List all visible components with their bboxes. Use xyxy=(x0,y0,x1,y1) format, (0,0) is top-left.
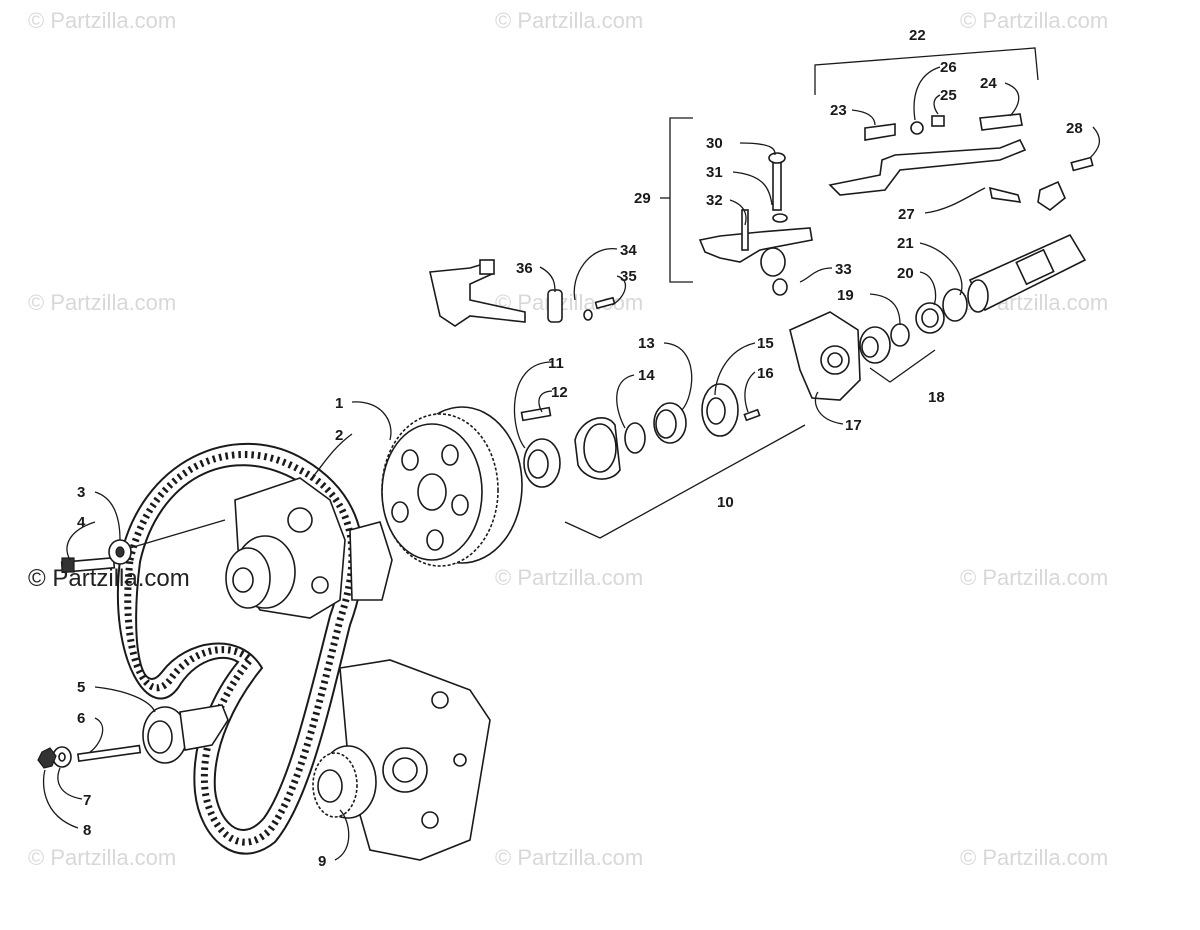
callout-36: 36 xyxy=(516,260,533,277)
callout-31: 31 xyxy=(706,164,723,181)
callout-12: 12 xyxy=(551,384,568,401)
callout-19: 19 xyxy=(837,287,854,304)
watermark: © Partzilla.com xyxy=(28,845,177,870)
callout-5: 5 xyxy=(77,679,85,696)
callout-32: 32 xyxy=(706,192,723,209)
linkage-rod xyxy=(429,259,616,327)
watermark: © Partzilla.com xyxy=(960,8,1109,33)
bolt-and-washer xyxy=(60,519,226,574)
callout-15: 15 xyxy=(757,335,774,352)
callout-26: 26 xyxy=(940,59,957,76)
distributor-housing xyxy=(789,288,968,401)
watermark: © Partzilla.com xyxy=(28,290,177,315)
callout-6: 6 xyxy=(77,710,85,727)
callout-18: 18 xyxy=(928,389,945,406)
pump-pulley xyxy=(225,535,296,609)
output-shaft xyxy=(967,233,1087,313)
callout-22: 22 xyxy=(909,27,926,44)
callout-9: 9 xyxy=(318,853,326,870)
callout-7: 7 xyxy=(83,792,91,809)
callout-34: 34 xyxy=(620,242,637,259)
callout-24: 24 xyxy=(980,75,997,92)
oil-pump-housing xyxy=(339,659,491,861)
shift-fork xyxy=(698,152,813,296)
callout-30: 30 xyxy=(706,135,723,152)
watermark: © Partzilla.com xyxy=(960,565,1109,590)
watermark: © Partzilla.com xyxy=(495,8,644,33)
callout-25: 25 xyxy=(940,87,957,104)
callout-3: 3 xyxy=(77,484,85,501)
seal-assembly xyxy=(520,383,761,488)
callout-8: 8 xyxy=(83,822,91,839)
watermark: © Partzilla.com xyxy=(28,8,177,33)
callout-29: 29 xyxy=(634,190,651,207)
watermark: © Partzilla.com xyxy=(960,845,1109,870)
callout-10: 10 xyxy=(717,494,734,511)
selector-arm xyxy=(828,113,1094,211)
callout-35: 35 xyxy=(620,268,637,285)
watermark-dark: © Partzilla.com xyxy=(28,565,190,592)
callout-13: 13 xyxy=(638,335,655,352)
callout-14: 14 xyxy=(638,367,655,384)
crankshaft-pulley xyxy=(312,745,377,819)
callout-numbers: 1 2 3 4 5 6 7 8 9 10 11 12 13 14 15 16 1… xyxy=(77,27,1083,870)
belt-tensioner xyxy=(37,704,229,769)
callout-33: 33 xyxy=(835,261,852,278)
watermark: © Partzilla.com xyxy=(495,845,644,870)
callout-2: 2 xyxy=(335,427,343,444)
callout-27: 27 xyxy=(898,206,915,223)
callout-4: 4 xyxy=(77,514,86,531)
watermark: © Partzilla.com xyxy=(495,565,644,590)
callout-28: 28 xyxy=(1066,120,1083,137)
callout-23: 23 xyxy=(830,102,847,119)
callout-17: 17 xyxy=(845,417,862,434)
callout-1: 1 xyxy=(335,395,343,412)
callout-11: 11 xyxy=(548,355,564,372)
callout-16: 16 xyxy=(757,365,774,382)
callout-20: 20 xyxy=(897,265,914,282)
camshaft-pulley xyxy=(381,406,523,567)
callout-21: 21 xyxy=(897,235,914,252)
leader-lines xyxy=(42,47,1101,861)
